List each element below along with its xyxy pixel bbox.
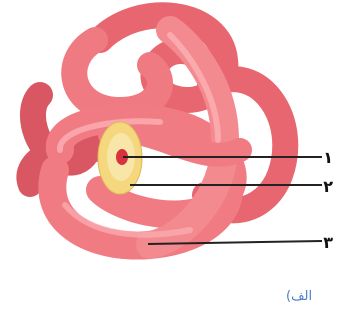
label-1: ١: [323, 148, 333, 167]
tube-loop-upper-left: [74, 40, 160, 110]
coiled-tube: [28, 15, 285, 245]
label-2: ٢: [323, 177, 333, 196]
label-3: ٣: [323, 233, 333, 252]
figure-caption: الف): [286, 289, 312, 304]
